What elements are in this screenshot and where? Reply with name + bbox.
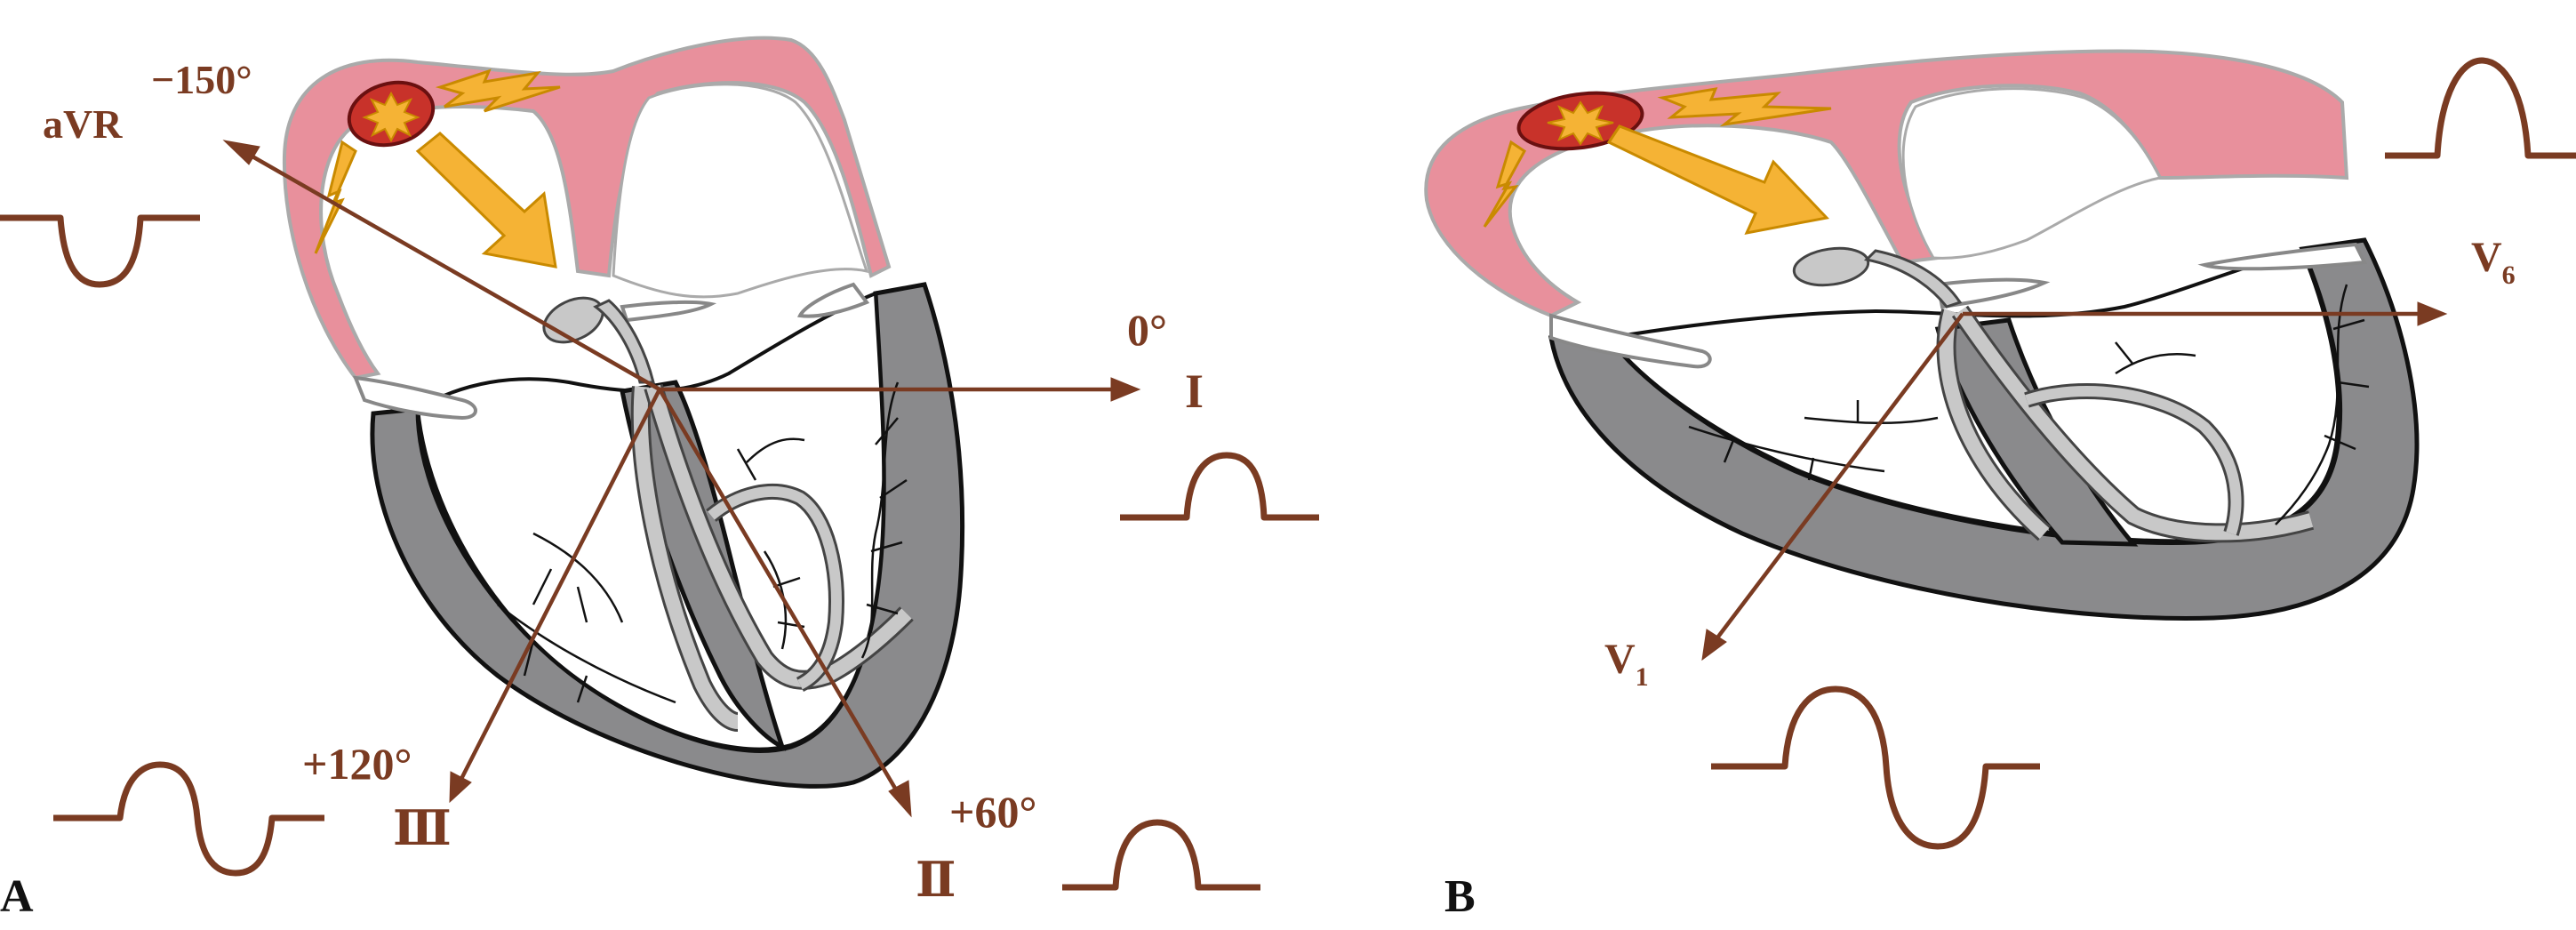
mitral-valve-b <box>2197 242 2368 271</box>
lead-label-v6-name: V <box>2471 234 2502 281</box>
axis-lead-iii-head <box>449 771 472 804</box>
right-bundle-branch-fill <box>633 386 740 729</box>
atrium-outer-b <box>1424 49 2349 318</box>
left-fascicle-b-fill <box>2025 386 2242 535</box>
lead-axes <box>222 140 1141 818</box>
angle-label-avr: −150° <box>151 57 252 102</box>
complex-v1-biphasic <box>1711 685 2040 850</box>
av-node-b <box>1792 246 1870 287</box>
axis-lead-i-head <box>1110 377 1141 402</box>
impulse-bolt-upper <box>435 68 561 113</box>
left-bundle-branch-b-fill <box>1954 307 2314 541</box>
lead-label-avr: aVR <box>43 101 123 147</box>
sa-node-spark <box>362 91 420 143</box>
complex-lead-iii-biphasic <box>53 761 324 877</box>
angle-label-lead-ii: +60° <box>949 787 1037 837</box>
axis-v1 <box>1714 312 1964 642</box>
axis-avr-head <box>222 140 260 165</box>
axis-lead-ii-head <box>888 780 912 818</box>
complex-v6-positive <box>2385 57 2576 159</box>
atrium-inner-window-b <box>1901 87 2163 260</box>
aortic-valve-leaflet <box>620 300 717 323</box>
lead-label-ii: Ⅱ <box>916 854 956 907</box>
lead-label-v1-name: V <box>1604 636 1636 683</box>
angle-label-lead-iii: +120° <box>302 739 412 789</box>
left-posterior-fascicle-fill <box>708 486 842 690</box>
tricuspid-valve-b <box>1549 313 1712 369</box>
axis-v1-head <box>1701 629 1727 661</box>
panel-label-b: B <box>1444 871 1476 922</box>
aortic-leaflet-b <box>1935 277 2051 309</box>
complex-avr-negative <box>0 214 200 288</box>
impulse-bolt-left <box>314 140 357 254</box>
angle-label-lead-i: 0° <box>1127 305 1167 355</box>
complex-lead-i-positive <box>1120 452 1319 521</box>
axis-avr <box>238 148 661 391</box>
axis-v6-head <box>2417 301 2448 326</box>
conduction-arrow-b <box>1606 124 1829 236</box>
bundle-of-his <box>593 299 655 384</box>
lead-label-v6: V6 <box>2471 234 2516 290</box>
lead-label-iii: Ⅲ <box>393 802 452 855</box>
purkinje-fibers-b <box>1688 284 2370 525</box>
axis-lead-iii <box>458 388 662 782</box>
impulse-bolt-left-b <box>1483 140 1526 228</box>
lead-axes-b <box>1701 301 2448 661</box>
impulse-bolt-upper-b <box>1657 87 1832 127</box>
tricuspid-valve <box>352 375 477 421</box>
lead-label-i: I <box>1185 365 1204 418</box>
left-bundle-branch-fill <box>646 384 912 687</box>
axis-lead-ii <box>658 388 901 798</box>
septum-b <box>1934 317 2139 547</box>
atrium-inner-window <box>612 83 869 299</box>
bundle-of-his-b <box>1863 249 1963 309</box>
purkinje-fibers <box>497 381 908 704</box>
conduction-arrow <box>415 132 557 269</box>
ecg-complexes-panel-b <box>1711 57 2576 850</box>
lead-label-v6-sub: 6 <box>2502 261 2516 290</box>
sa-node-spark-b <box>1547 100 1614 146</box>
lead-label-v1: V1 <box>1604 636 1649 692</box>
mitral-valve <box>796 282 870 318</box>
panel-b: V6 V1 B <box>1424 49 2576 922</box>
panel-a: aVR −150° 0° I +60° Ⅱ +120° Ⅲ A <box>0 36 1319 922</box>
ecg-complexes-panel-a <box>0 214 1319 891</box>
lead-label-v1-sub: 1 <box>1636 662 1649 692</box>
panel-label-a: A <box>0 871 34 922</box>
complex-lead-ii-positive <box>1062 819 1260 891</box>
